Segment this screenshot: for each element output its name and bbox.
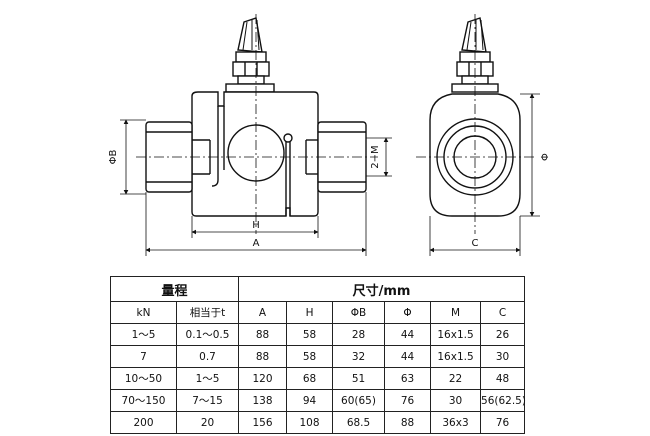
dimension-group-header: 尺寸/mm [238,276,526,302]
table-cell: 36x3 [430,411,482,434]
table-cell: 28 [332,323,386,346]
column-header: Φ [384,301,432,324]
table-row: 70～150 7～15 138 94 60(65) 76 30 56(62.5) [110,389,526,412]
table-cell: 88 [238,345,288,368]
label-phi: Φ [540,153,551,161]
label-2-m: 2−M [370,145,381,168]
table-cell: 94 [286,389,334,412]
table-cell: 16x1.5 [430,323,482,346]
table-cell: 1～5 [175,367,240,390]
table-cell: 22 [430,367,482,390]
table-cell: 10～50 [110,367,177,390]
table-cell: 58 [286,323,334,346]
table-cell: 16x1.5 [430,345,482,368]
table-cell: 138 [238,389,288,412]
table-cell: 30 [430,389,482,412]
table-cell: 44 [384,323,432,346]
table-cell: 30 [480,345,526,368]
table-cell: 200 [110,411,177,434]
table-cell: 68.5 [332,411,386,434]
column-header-row: kN 相当于t A H ΦB Φ M C [110,301,526,324]
table-cell: 88 [238,323,288,346]
table-cell: 63 [384,367,432,390]
table-row: 200 20 156 108 68.5 88 36x3 76 [110,411,526,434]
column-header: kN [110,301,177,324]
table-cell: 7～15 [175,389,240,412]
table-row: 1～5 0.1～0.5 88 58 28 44 16x1.5 26 [110,323,526,346]
group-header-row: 量程 尺寸/mm [109,276,526,302]
table-cell: 76 [480,411,526,434]
front-dimensions [120,119,392,256]
table-cell: 60(65) [332,389,386,412]
range-group-header: 量程 [109,276,240,302]
label-a: A [253,238,260,249]
table-cell: 108 [286,411,334,434]
front-centerlines [136,14,378,234]
label-c: C [472,238,479,249]
table-cell: 76 [384,389,432,412]
side-dimensions [429,93,540,256]
table-cell: 48 [480,367,526,390]
cable-gland [225,51,275,93]
table-row: 10～50 1～5 120 68 51 63 22 48 [110,367,526,390]
table-cell: 20 [175,411,240,434]
table-cell: 51 [332,367,386,390]
table-cell: 0.1～0.5 [175,323,240,346]
cable [237,17,263,53]
sensor-drawing: ΦB 2−M H A Φ C [108,14,551,256]
table-cell: 26 [480,323,526,346]
label-phi-b: ΦB [108,149,119,164]
table-cell: 44 [384,345,432,368]
spec-table: 量程 尺寸/mm kN 相当于t A H ΦB Φ M C 1～5 0.1～0.… [109,276,526,434]
table-cell: 70～150 [110,389,177,412]
column-header: H [286,301,334,324]
label-h: H [252,220,260,231]
column-header: ΦB [332,301,386,324]
side-cable [461,17,487,53]
column-header: C [480,301,526,324]
side-centerlines [416,14,536,234]
table-cell: 120 [238,367,288,390]
column-header: 相当于t [175,301,240,324]
table-cell: 68 [286,367,334,390]
table-row: 7 0.7 88 58 32 44 16x1.5 30 [110,345,526,368]
table-cell: 58 [286,345,334,368]
table-cell: 7 [110,345,177,368]
table-cell: 32 [332,345,386,368]
table-cell: 0.7 [175,345,240,368]
table-cell: 56(62.5) [480,389,526,412]
table-cell: 1～5 [110,323,177,346]
column-header: A [238,301,288,324]
table-cell: 88 [384,411,432,434]
front-view [145,17,367,217]
table-cell: 156 [238,411,288,434]
column-header: M [430,301,482,324]
